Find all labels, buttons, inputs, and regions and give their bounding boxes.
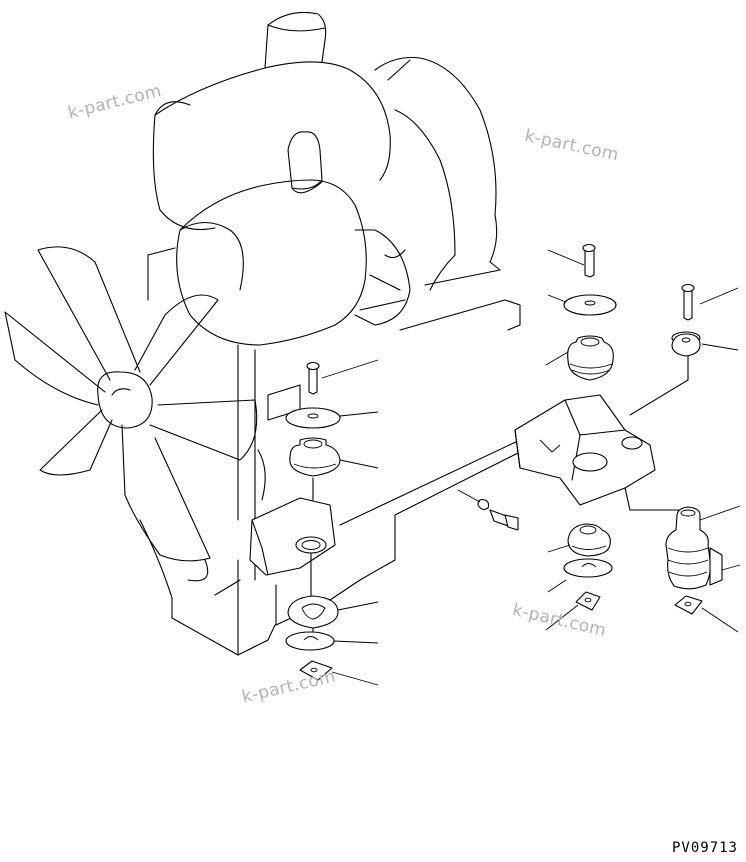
engine-block	[139, 214, 521, 656]
lower-tank	[176, 131, 411, 346]
right-mount-stack	[665, 283, 723, 615]
left-mount-stack	[249, 361, 341, 681]
lower-center-stack	[563, 523, 613, 611]
side-bolt	[457, 489, 519, 531]
center-mount-stack	[563, 243, 617, 381]
frame-bracket	[339, 351, 689, 526]
drawing-code: PV09713	[671, 840, 738, 856]
upper-tank	[152, 11, 497, 256]
cooling-fan	[4, 246, 258, 562]
leader-lines	[321, 249, 741, 686]
